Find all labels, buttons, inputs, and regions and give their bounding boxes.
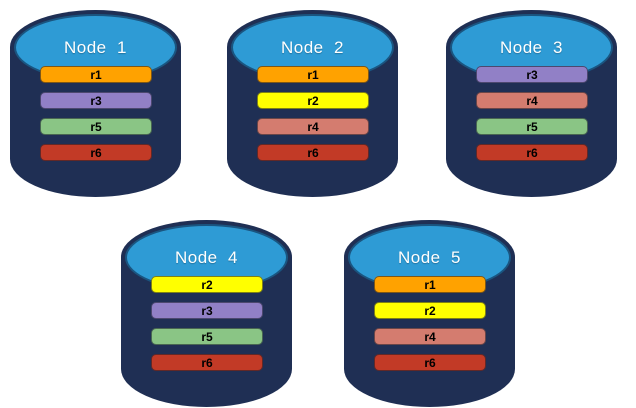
replica-bar-r2: r2 [257, 92, 369, 109]
replica-list: r2 r3 r5 r6 [151, 276, 263, 371]
replica-list: r1 r2 r4 r6 [257, 66, 369, 161]
replica-list: r1 r2 r4 r6 [374, 276, 486, 371]
replica-bar-r6: r6 [40, 144, 152, 161]
replica-bar-r5: r5 [476, 118, 588, 135]
replica-bar-r1: r1 [374, 276, 486, 293]
node-title: Node 3 [499, 37, 564, 57]
replica-bar-r4: r4 [257, 118, 369, 135]
replica-bar-r1: r1 [257, 66, 369, 83]
replica-bar-r5: r5 [151, 328, 263, 345]
node-title: Node 5 [397, 247, 462, 267]
replica-bar-r4: r4 [476, 92, 588, 109]
replica-bar-r2: r2 [151, 276, 263, 293]
node-cylinder-5: Node 5 r1 r2 r4 r6 [344, 220, 515, 407]
node-title: Node 1 [63, 37, 128, 57]
replica-bar-r3: r3 [40, 92, 152, 109]
node-title: Node 2 [280, 37, 345, 57]
replica-bar-r6: r6 [151, 354, 263, 371]
replica-bar-r3: r3 [476, 66, 588, 83]
replica-bar-r2: r2 [374, 302, 486, 319]
node-cylinder-1: Node 1 r1 r3 r5 r6 [10, 10, 181, 197]
replica-bar-r5: r5 [40, 118, 152, 135]
node-cylinder-4: Node 4 r2 r3 r5 r6 [121, 220, 292, 407]
node-title: Node 4 [174, 247, 239, 267]
replica-bar-r1: r1 [40, 66, 152, 83]
replica-list: r3 r4 r5 r6 [476, 66, 588, 161]
node-cylinder-3: Node 3 r3 r4 r5 r6 [446, 10, 617, 197]
replica-bar-r3: r3 [151, 302, 263, 319]
replica-bar-r6: r6 [476, 144, 588, 161]
replica-list: r1 r3 r5 r6 [40, 66, 152, 161]
replica-bar-r6: r6 [257, 144, 369, 161]
node-cylinder-2: Node 2 r1 r2 r4 r6 [227, 10, 398, 197]
replica-bar-r6: r6 [374, 354, 486, 371]
replica-bar-r4: r4 [374, 328, 486, 345]
